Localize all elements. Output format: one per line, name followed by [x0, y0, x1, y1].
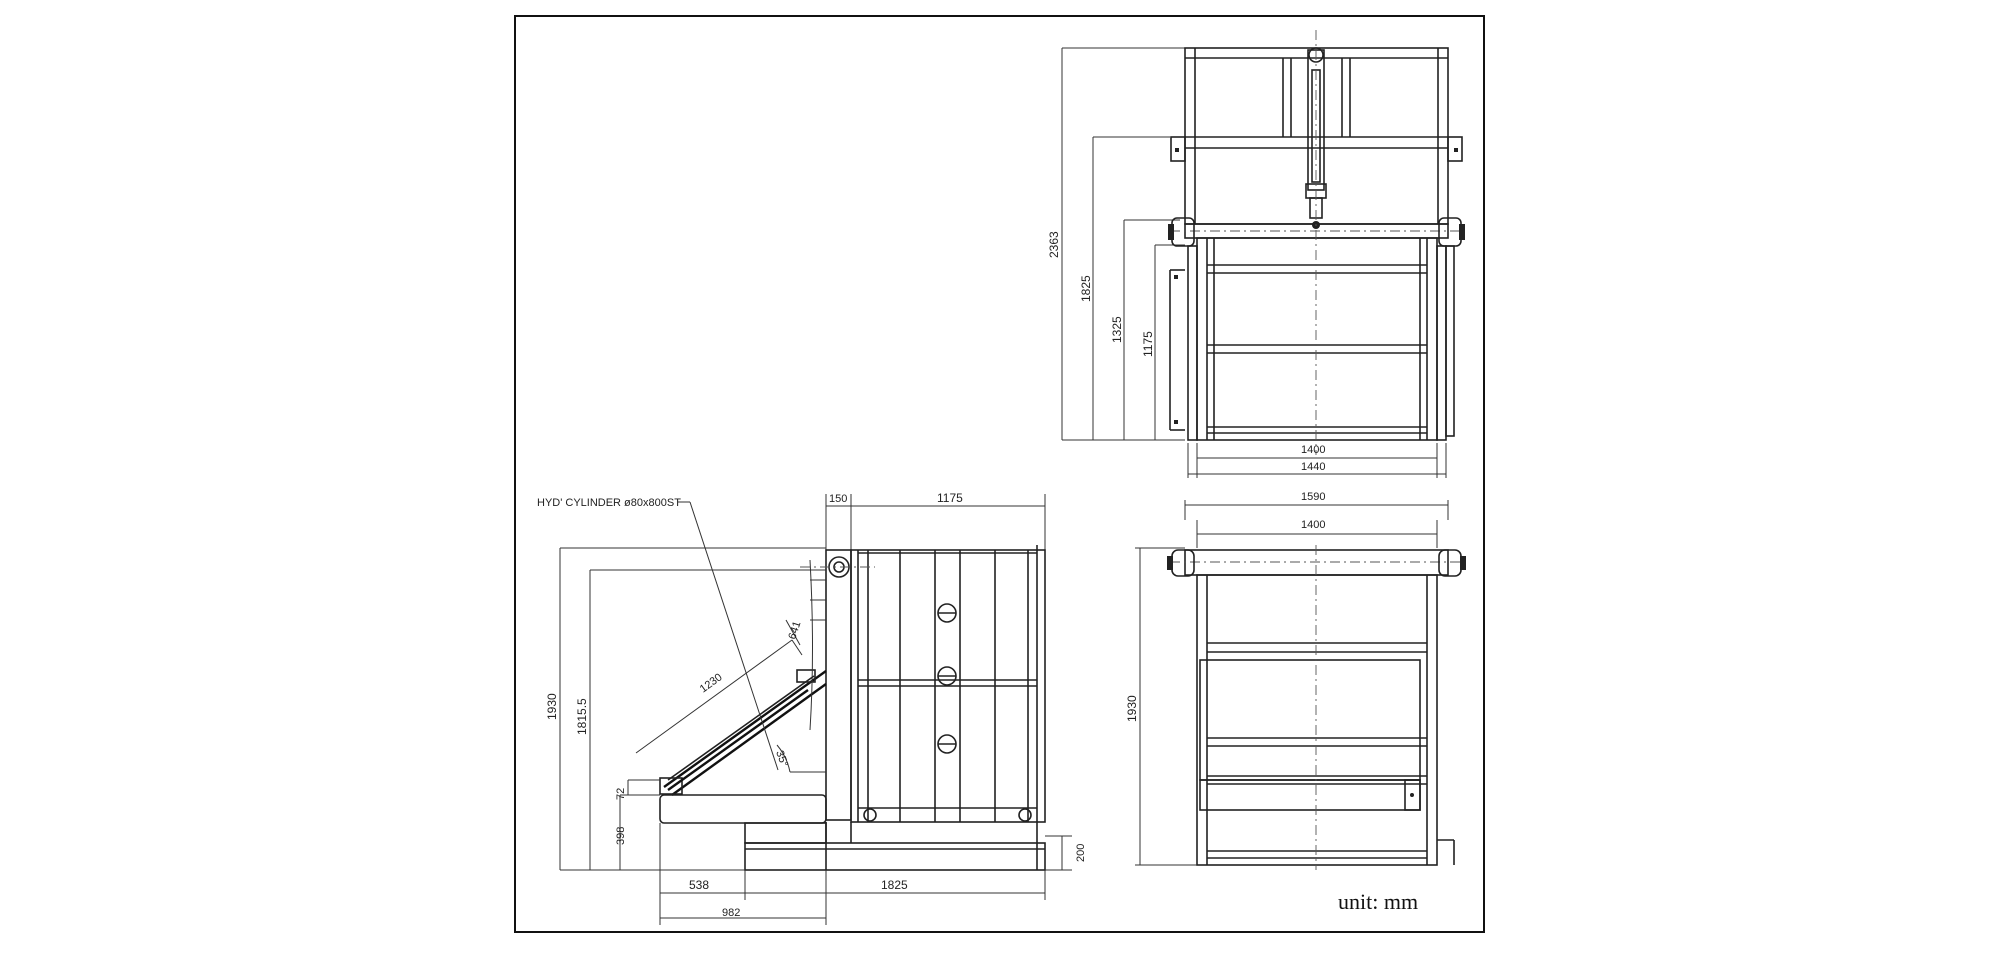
dim-1175-side: 1175: [937, 491, 963, 505]
side-view: [559, 494, 1072, 925]
dim-1400-top: 1400: [1301, 444, 1325, 456]
dim-1175-top: 1175: [1141, 331, 1155, 357]
dim-982: 982: [722, 907, 740, 919]
dim-1440: 1440: [1301, 461, 1325, 473]
dim-200: 200: [1075, 844, 1087, 862]
dim-1400-front: 1400: [1301, 519, 1325, 531]
dim-2363: 2363: [1047, 231, 1061, 258]
dim-1325: 1325: [1110, 316, 1124, 343]
top-view: [1061, 30, 1465, 478]
dim-72: 72: [615, 788, 627, 800]
dim-1930-front: 1930: [1125, 695, 1139, 722]
cylinder-label: HYD' CYLINDER ø80x800ST: [537, 497, 681, 509]
dim-641: 641: [786, 620, 803, 641]
dim-1930-side: 1930: [545, 693, 559, 720]
dim-1825-bottom: 1825: [881, 878, 908, 892]
dim-35-angle: 35°: [773, 749, 790, 769]
unit-label: unit: mm: [1338, 889, 1418, 914]
dim-150: 150: [829, 493, 847, 505]
dim-1825-top: 1825: [1079, 275, 1093, 302]
dim-398: 398: [615, 827, 627, 845]
dim-538: 538: [689, 878, 709, 892]
dim-1815-5: 1815.5: [575, 698, 589, 735]
dim-1590: 1590: [1301, 491, 1325, 503]
front-view: [1135, 500, 1466, 870]
